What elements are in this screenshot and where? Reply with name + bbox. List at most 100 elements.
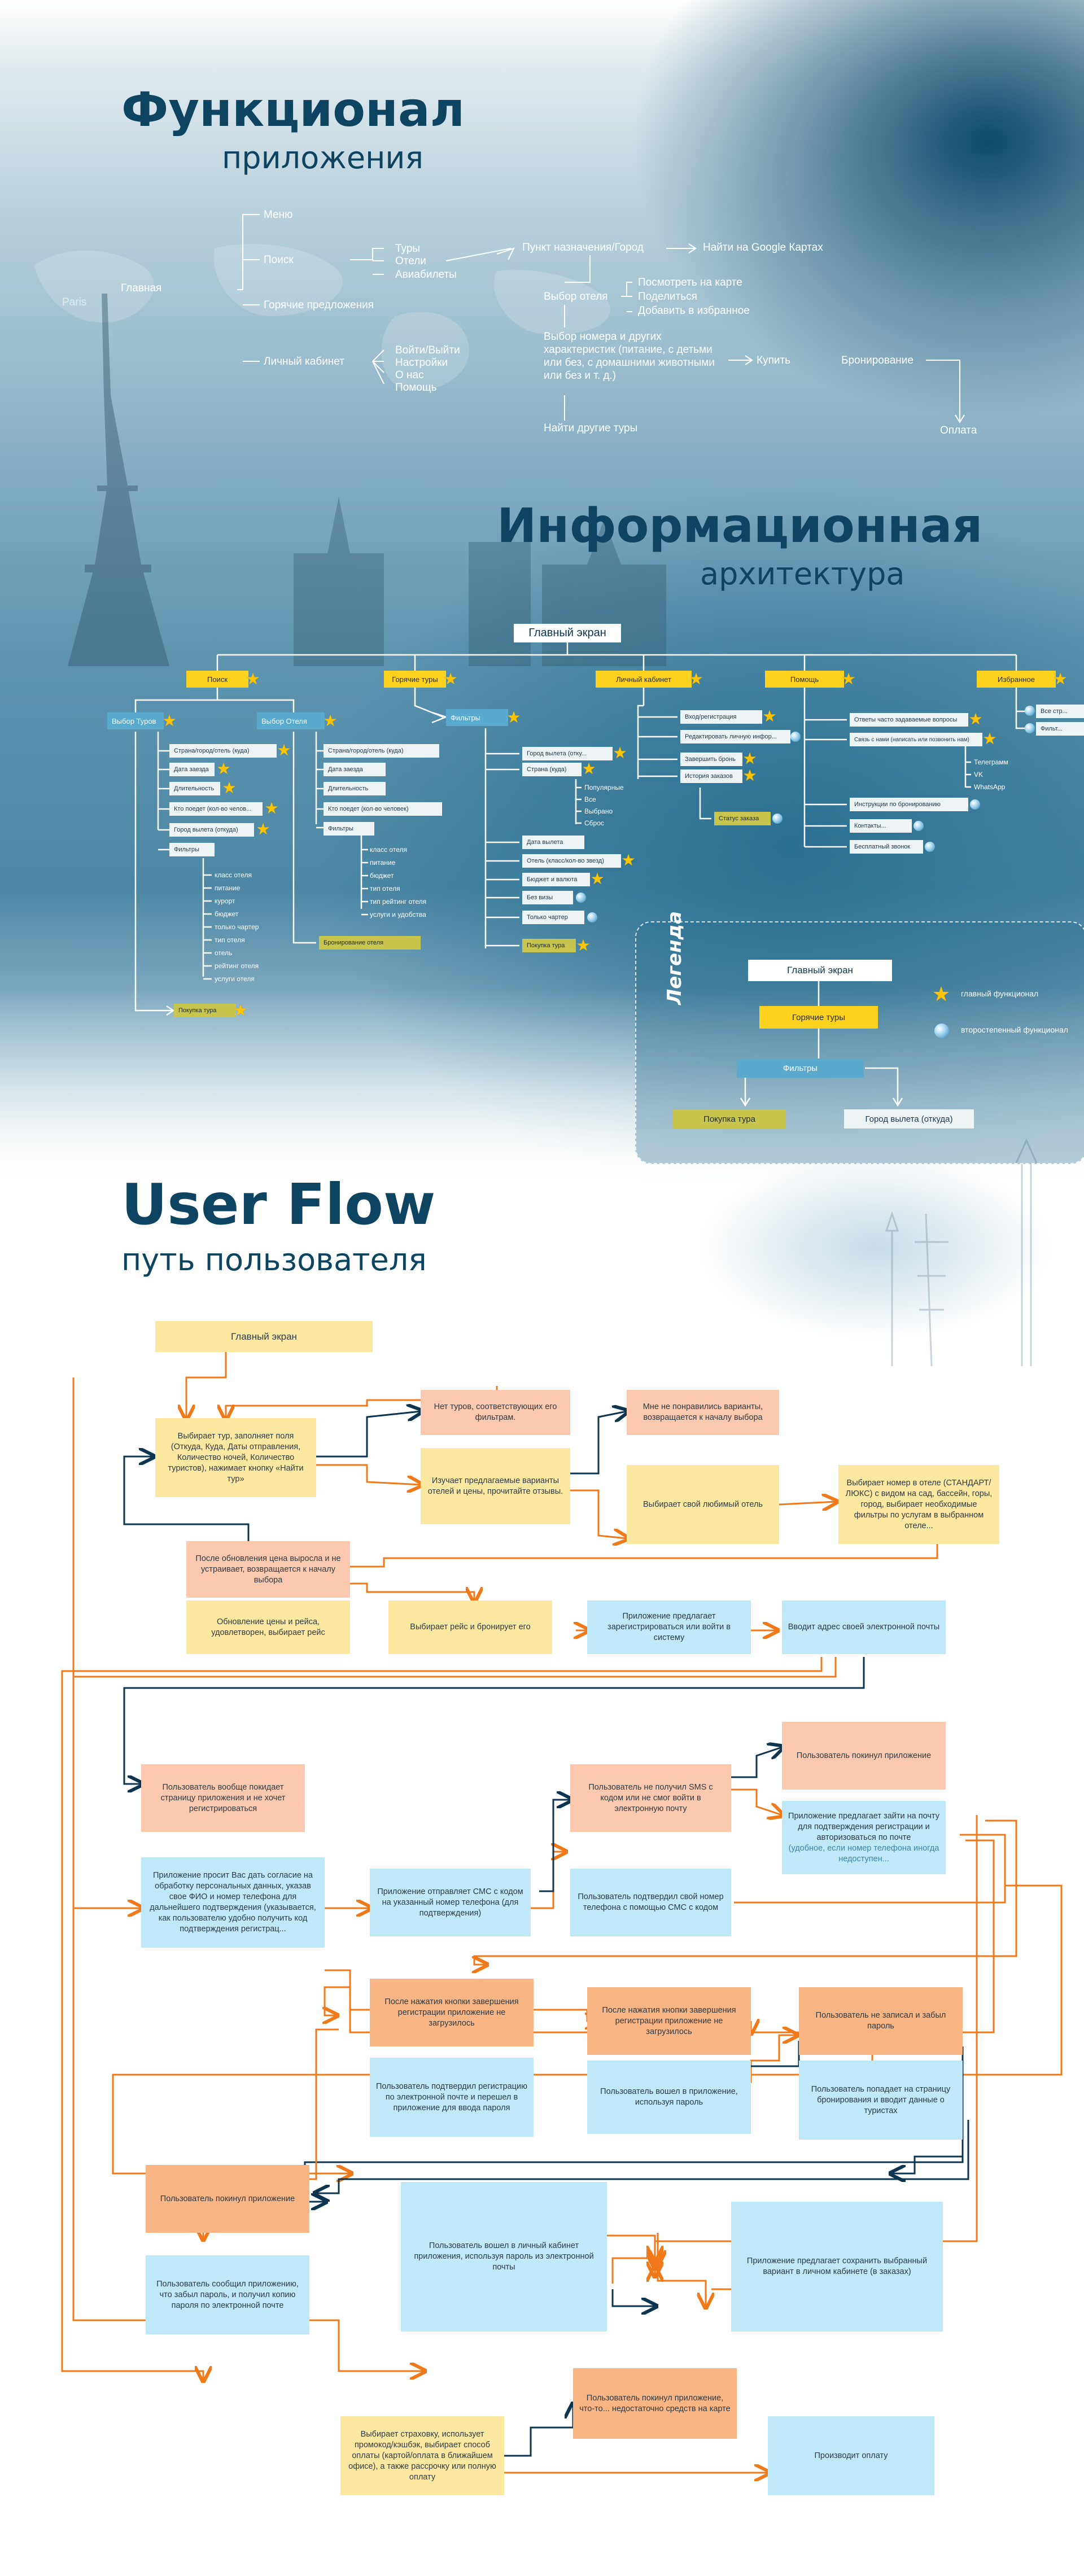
fn-cabinet-settings: Настройки [395, 357, 448, 369]
ia-hotel-item: Страна/город/отель (куда) [324, 744, 439, 758]
uf-pay: Производит оплату [768, 2416, 934, 2495]
fn-hotel-share: Поделиться [638, 291, 697, 303]
ia-fav-item: Фильт... [1036, 722, 1084, 736]
uf-left-app-1: Пользователь покинул приложение [782, 1722, 946, 1790]
fn-hotel-map: Посмотреть на карте [638, 277, 742, 288]
eiffel-tower-icon [68, 294, 169, 666]
ia-hotel-choice: Выбор Отеля [257, 712, 325, 729]
fn-buy: Купить [757, 355, 791, 366]
ia-tours-item: Фильтры [169, 843, 215, 856]
uf-confirm-phone: Пользователь подтвердил свой номер телеф… [570, 1869, 731, 1936]
ia-hot: Горячие туры [384, 671, 446, 688]
fn-branch-menu: Меню [264, 209, 293, 221]
uf-send-sms: Приложение отправляет СМС с кодом на ука… [370, 1869, 531, 1936]
uf-reported-forgot: Пользователь сообщил приложению, что заб… [146, 2255, 309, 2334]
star-icon: ★ [576, 936, 591, 955]
star-icon: ★ [264, 799, 279, 817]
ia-help-item: Связь с нами (написать или позвонить нам… [850, 733, 982, 746]
uf-not-loaded-1: После нажатия кнопки завершения регистра… [370, 1979, 534, 2046]
uf-no-sms: Пользователь не получил SMS с кодом или … [570, 1764, 731, 1832]
ia-search: Поиск [186, 671, 248, 688]
ia-tours-filter: тип отеля [215, 936, 245, 944]
fn-root: Главная [121, 282, 162, 294]
ia-tours-filter: только чартер [215, 923, 259, 931]
landmark-sketch-icon [885, 1138, 1038, 1367]
ia-tours-item: Длительность [169, 782, 220, 795]
fn-search-flights: Авиабилеты [395, 269, 457, 281]
bubble-icon [934, 1024, 949, 1038]
world-map-icon [34, 244, 610, 391]
uf-cabinet-login: Пользователь вошел в личный кабинет прил… [401, 2182, 607, 2332]
ia-tours-filter: курорт [215, 897, 235, 905]
fn-payment: Оплата [940, 425, 977, 436]
ia-tours-filter: отель [215, 949, 233, 957]
ia-tours-item: Кто поедет (кол-во челов... [169, 802, 263, 816]
fn-branch-hot: Горячие предложения [264, 299, 374, 311]
uf-confirm-email-reg: Пользователь подтвердил регистрацию по э… [370, 2058, 534, 2137]
uf-price-ok: Обновление цены и рейса, удовлетворен, в… [186, 1600, 350, 1654]
legend-main: Главный экран [748, 960, 892, 981]
legend-filters: Фильтры [737, 1059, 864, 1078]
ia-cabinet-item: Редактировать личную инфор... [680, 730, 790, 744]
uf-study-variants: Изучает предлагаемые варианты отелей и ц… [421, 1448, 570, 1524]
bubble-icon [587, 912, 597, 922]
ia-hotel-booking: Бронирование отеля [319, 936, 421, 950]
star-icon: ★ [621, 851, 636, 869]
star-icon: ★ [277, 741, 291, 759]
uf-price-up: После обновления цена выросла и не устра… [186, 1541, 350, 1598]
uf-save-variant: Приложение предлагает сохранить выбранны… [731, 2202, 943, 2332]
ia-tours-filter: рейтинг отеля [215, 962, 259, 970]
star-icon: ★ [506, 708, 521, 727]
ia-hotel-filter: тип отеля [370, 885, 400, 893]
star-icon: ★ [742, 766, 757, 785]
ia-contact-item: WhatsApp [974, 783, 1006, 791]
star-icon: ★ [968, 710, 983, 728]
star-icon: ★ [742, 749, 757, 768]
userflow-subtitle: путь пользователя [121, 1242, 427, 1278]
fn-room-choice: Выбор номера и других характеристик (пит… [544, 331, 715, 382]
ia-tours-item: Страна/город/отель (куда) [169, 744, 277, 758]
star-icon: ★ [246, 670, 260, 688]
legend-primary: главный функционал [961, 989, 1039, 998]
ia-hot-more: Без визы [522, 891, 573, 904]
uf-main: Главный экран [155, 1321, 373, 1352]
uf-offer-register: Приложение предлагает зарегистрироваться… [587, 1600, 751, 1654]
bubble-icon [1025, 723, 1035, 733]
ia-tours-filter: бюджет [215, 910, 239, 918]
ia-root: Главный экран [514, 624, 621, 642]
uf-pick-room: Выбирает номер в отеле (СТАНДАРТ/ЛЮКС) с… [838, 1465, 999, 1544]
legend-secondary: второстепенный функционал [961, 1025, 1068, 1034]
uf-forgot-pass: Пользователь не записал и забыл пароль [799, 1987, 963, 2055]
star-icon: ★ [689, 670, 703, 688]
uf-email-confirm-note: (удобное, если номер телефона иногда нед… [788, 1843, 939, 1864]
uf-email-confirm: Приложение предлагает зайти на почту для… [788, 1811, 939, 1842]
ia-hot-country: Популярные [584, 784, 624, 791]
ia-contact-item: VK [974, 771, 984, 779]
ia-order-status: Статус заказа [714, 812, 771, 825]
ia-hotel-filter: тип рейтинг отеля [370, 898, 427, 906]
fn-booking: Бронирование [841, 355, 913, 366]
ia-help-item: Контакты... [850, 819, 912, 833]
uf-insurance: Выбирает страховку, использует промокод/… [340, 2416, 504, 2495]
uf-pick-flight: Выбирает рейс и бронирует его [388, 1600, 552, 1654]
fn-cabinet-login: Войти/Выйти [395, 344, 460, 356]
star-icon: ★ [162, 711, 177, 730]
fn-cabinet-about: О нас [395, 369, 424, 381]
ia-tours-choice: Выбор Туров [107, 712, 164, 729]
bubble-icon [925, 842, 935, 852]
userflow-title: User Flow [121, 1171, 436, 1237]
ia-tours-item: Город вылета (откуда) [169, 823, 254, 837]
fn-hotel-choice: Выбор отеля [544, 291, 608, 303]
star-icon: ★ [841, 670, 856, 688]
uf-no-tours: Нет туров, соответствующих его фильтрам. [421, 1390, 570, 1435]
star-icon: ★ [762, 707, 777, 725]
ia-tours-filter: питание [215, 884, 241, 892]
ia-hotel-filter: класс отеля [370, 846, 407, 854]
legend-hot: Горячие туры [759, 1006, 878, 1029]
star-icon: ★ [982, 729, 997, 748]
ia-hot-more: Только чартер [522, 911, 584, 924]
ia-subtitle: архитектура [700, 556, 905, 592]
